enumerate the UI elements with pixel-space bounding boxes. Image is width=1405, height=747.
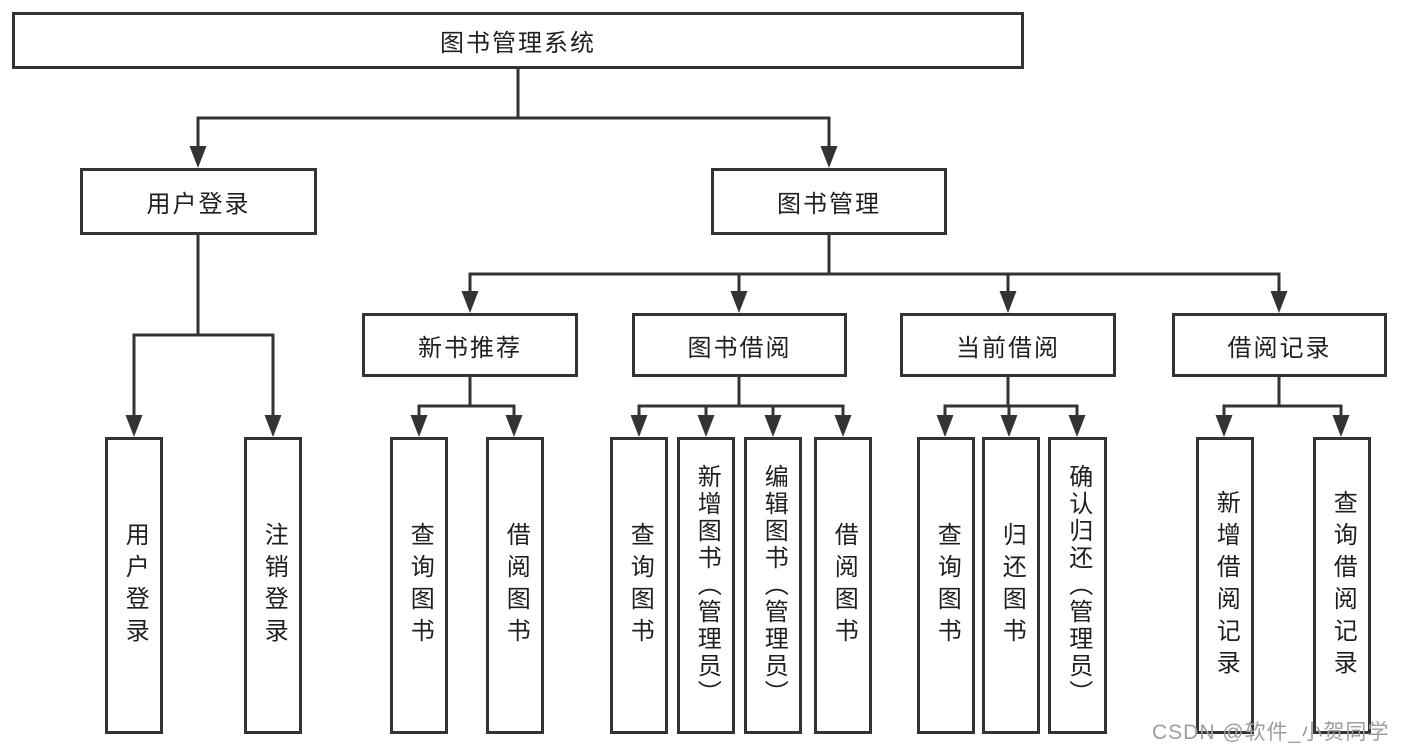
leaf-records-add-record-label: 新增借阅记录: [1212, 489, 1240, 682]
node-root: 图书管理系统: [12, 12, 1024, 69]
leaf-borrow-add-books-admin-label: 新增图书（管理员）: [693, 464, 721, 707]
leaf-recommend-borrow-books: 借阅图书: [486, 437, 544, 734]
node-user-login: 用户登录: [80, 168, 317, 235]
leaf-logout-label: 注销登录: [260, 521, 288, 650]
leaf-records-query-record-label: 查询借阅记录: [1329, 489, 1357, 682]
node-current-borrow: 当前借阅: [900, 313, 1116, 377]
node-borrow-records-label: 借阅记录: [1227, 334, 1332, 362]
node-book-management-label: 图书管理: [777, 191, 881, 218]
node-book-borrow: 图书借阅: [632, 313, 847, 377]
leaf-logout: 注销登录: [244, 437, 302, 734]
leaf-borrow-query-books: 查询图书: [610, 437, 668, 734]
node-new-book-recommend-label: 新书推荐: [418, 334, 522, 362]
leaf-borrow-add-books-admin: 新增图书（管理员）: [677, 437, 735, 734]
node-current-borrow-label: 当前借阅: [956, 334, 1060, 362]
leaf-current-confirm-return-admin-label: 确认归还（管理员）: [1064, 464, 1092, 707]
leaf-borrow-borrow-books: 借阅图书: [814, 437, 872, 734]
node-root-label: 图书管理系统: [440, 30, 596, 57]
node-book-borrow-label: 图书借阅: [687, 334, 792, 362]
node-borrow-records: 借阅记录: [1172, 313, 1387, 377]
leaf-current-confirm-return-admin: 确认归还（管理员）: [1048, 437, 1107, 734]
leaf-borrow-borrow-books-label: 借阅图书: [830, 521, 858, 650]
leaf-borrow-edit-books-admin: 编辑图书（管理员）: [744, 437, 802, 734]
leaf-recommend-borrow-books-label: 借阅图书: [502, 521, 530, 650]
leaf-user-login: 用户登录: [105, 437, 163, 734]
leaf-current-return-books-label: 归还图书: [998, 521, 1026, 650]
leaf-borrow-edit-books-admin-label: 编辑图书（管理员）: [760, 464, 788, 707]
leaf-recommend-query-books-label: 查询图书: [406, 521, 434, 650]
node-book-management: 图书管理: [711, 168, 947, 235]
leaf-current-query-books: 查询图书: [917, 437, 975, 734]
leaf-records-query-record: 查询借阅记录: [1313, 437, 1371, 734]
node-new-book-recommend: 新书推荐: [362, 313, 578, 377]
leaf-recommend-query-books: 查询图书: [390, 437, 448, 734]
arrow-heads: [125, 118, 1350, 437]
leaf-user-login-label: 用户登录: [121, 521, 149, 650]
node-user-login-label: 用户登录: [146, 191, 251, 218]
csdn-watermark: CSDN @软件_小贺同学: [1152, 721, 1390, 744]
leaf-current-query-books-label: 查询图书: [933, 521, 961, 650]
leaf-current-return-books: 归还图书: [982, 437, 1040, 734]
leaf-borrow-query-books-label: 查询图书: [626, 521, 654, 650]
leaf-records-add-record: 新增借阅记录: [1196, 437, 1254, 734]
